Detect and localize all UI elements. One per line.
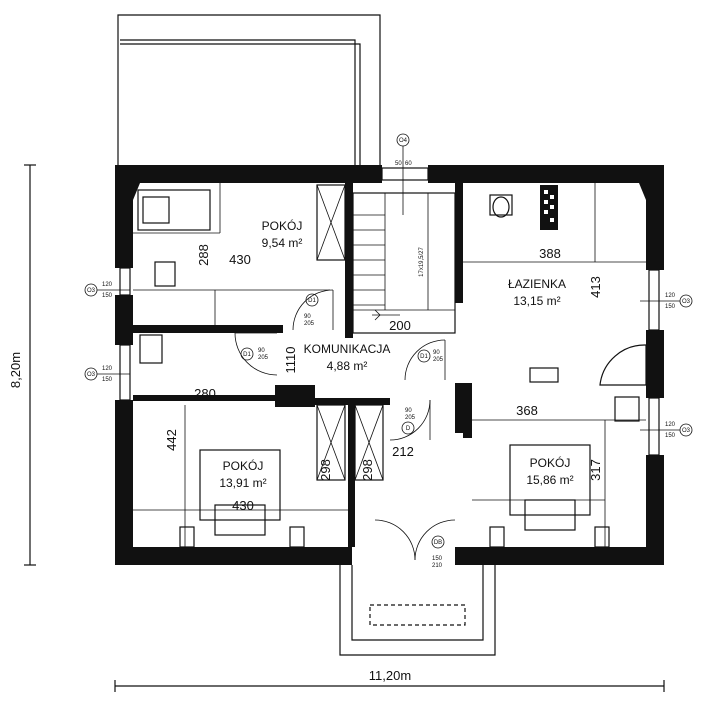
- window-tag-o3-b: O3: [87, 372, 96, 378]
- bathroom-fixtures: [489, 185, 647, 386]
- door-tag-d1-b: D1: [243, 352, 251, 358]
- door-tag-d1-a: D1: [308, 298, 316, 304]
- overall-dimensions: 8,20m 11,20m: [8, 164, 665, 692]
- svg-text:60: 60: [405, 161, 412, 167]
- svg-text:90: 90: [304, 314, 311, 320]
- dim-212: 212: [392, 444, 414, 459]
- wardrobes: [316, 184, 384, 481]
- door-tag-d2: D: [406, 426, 411, 432]
- svg-text:120: 120: [102, 366, 113, 372]
- window-tag-o3-a: O3: [87, 288, 96, 294]
- dim-413: 413: [588, 276, 603, 298]
- dim-442: 442: [164, 429, 179, 451]
- svg-text:205: 205: [433, 357, 444, 363]
- room-4-name: POKÓJ: [223, 458, 264, 473]
- dim-1110: 1110: [283, 347, 298, 374]
- svg-text:150: 150: [665, 304, 676, 310]
- dim-430-bottom: 430: [232, 498, 254, 513]
- room-4-area: 13,91 m²: [219, 476, 266, 490]
- room-2-area: 13,15 m²: [513, 294, 560, 308]
- furniture: [137, 189, 640, 548]
- interior-walls: [133, 183, 472, 547]
- door-tag-db: DB: [434, 540, 442, 546]
- room-3-area: 4,88 m²: [327, 359, 368, 373]
- svg-text:205: 205: [304, 321, 315, 327]
- dim-317: 317: [588, 459, 603, 481]
- window-tag-o3-d: O3: [682, 428, 691, 434]
- svg-text:90: 90: [405, 408, 412, 414]
- door-tag-d1-c: D1: [420, 354, 428, 360]
- svg-text:205: 205: [405, 415, 416, 421]
- svg-text:50: 50: [395, 161, 402, 167]
- doors: [234, 289, 456, 561]
- balcony: [339, 565, 496, 656]
- room-5-area: 15,86 m²: [526, 473, 573, 487]
- window-tags: O3 120 150 O3 120 150 O3 120 150 O3 120 …: [84, 133, 693, 439]
- window-markers: [119, 167, 660, 456]
- room-2-name: ŁAZIENKA: [508, 277, 566, 291]
- dim-368: 368: [516, 403, 538, 418]
- window-tag-o3-c: O3: [682, 299, 691, 305]
- room-1-name: POKÓJ: [262, 218, 303, 233]
- svg-text:90: 90: [258, 348, 265, 354]
- svg-text:150: 150: [102, 377, 113, 383]
- room-1-area: 9,54 m²: [262, 236, 303, 250]
- svg-text:150: 150: [102, 293, 113, 299]
- overall-width: 11,20m: [369, 668, 411, 683]
- overall-height: 8,20m: [8, 352, 23, 388]
- room-labels: POKÓJ 9,54 m² ŁAZIENKA 13,15 m² KOMUNIKA…: [219, 218, 573, 490]
- svg-text:120: 120: [665, 422, 676, 428]
- dimension-labels: 430 288 388 413 200 1110 280 368 442 430…: [164, 244, 603, 513]
- svg-text:210: 210: [432, 563, 443, 569]
- svg-text:150: 150: [665, 433, 676, 439]
- window-tag-o4: O4: [399, 138, 408, 144]
- dim-280: 280: [194, 386, 216, 401]
- dim-388: 388: [539, 246, 561, 261]
- svg-text:150: 150: [432, 556, 443, 562]
- room-5-name: POKÓJ: [530, 455, 571, 470]
- svg-text:120: 120: [102, 282, 113, 288]
- svg-text:120: 120: [665, 293, 676, 299]
- dim-298-right: 298: [360, 459, 375, 481]
- door-tags: D1 90 205 D1 90 205 D1 90 205 D 90 205 D…: [240, 293, 445, 569]
- staircase: [352, 192, 456, 334]
- interior-lines: [133, 183, 646, 547]
- dim-298-left: 298: [318, 459, 333, 481]
- svg-text:205: 205: [258, 355, 269, 361]
- dim-430-top: 430: [229, 252, 251, 267]
- dim-288: 288: [196, 244, 211, 266]
- stairs-label: 17x19,5/27: [419, 246, 425, 276]
- svg-text:90: 90: [433, 350, 440, 356]
- exterior-walls: [115, 165, 664, 565]
- dim-200: 200: [389, 318, 411, 333]
- room-3-name: KOMUNIKACJA: [304, 342, 391, 356]
- upper-terrace-outline: [117, 14, 381, 165]
